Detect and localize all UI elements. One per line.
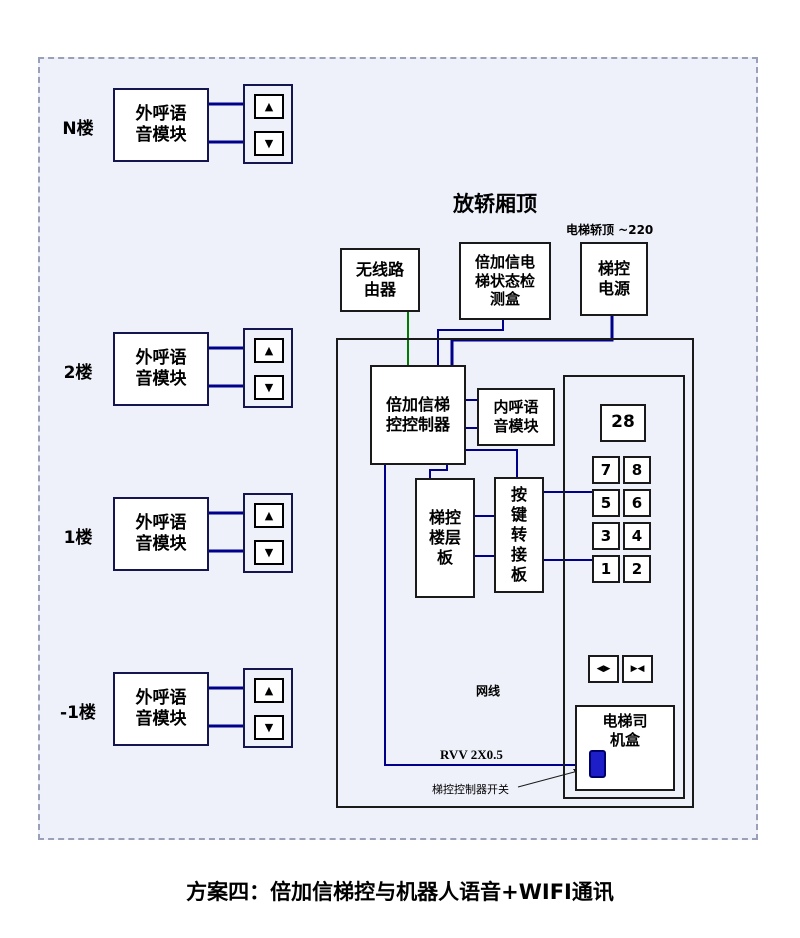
wire-controller-adapter bbox=[462, 449, 518, 477]
down-arrow-icon: ▼ bbox=[254, 375, 284, 400]
panel-button-2: 2 bbox=[623, 555, 651, 583]
panel-button-8: 8 bbox=[623, 456, 651, 484]
up-arrow-icon: ▲ bbox=[254, 678, 284, 703]
call-button-box-n: ▲ ▼ bbox=[243, 84, 293, 164]
driver-box: 电梯司机盒 bbox=[575, 705, 675, 791]
external-voice-module-n: 外呼语音模块 bbox=[113, 88, 209, 162]
external-voice-module-1: 外呼语音模块 bbox=[113, 497, 209, 571]
controller-switch-label: 梯控控制器开关 bbox=[432, 783, 509, 796]
floor-label-2: 2楼 bbox=[63, 363, 93, 383]
car-operating-panel bbox=[563, 375, 685, 799]
door-close-icon: ▶◀ bbox=[622, 655, 653, 683]
key-adapter-box: 按键转接板 bbox=[494, 477, 544, 593]
floor-label-n: N楼 bbox=[62, 119, 94, 139]
panel-button-6: 6 bbox=[623, 489, 651, 517]
floor-label-1: 1楼 bbox=[63, 528, 93, 548]
external-voice-module-minus1: 外呼语音模块 bbox=[113, 672, 209, 746]
down-arrow-icon: ▼ bbox=[254, 540, 284, 565]
elevator-status-detector-box: 倍加信电梯状态检测盒 bbox=[459, 242, 551, 320]
internal-voice-module-box: 内呼语音模块 bbox=[477, 388, 555, 446]
section-title: 放轿厢顶 bbox=[453, 192, 537, 216]
floor-display: 28 bbox=[600, 404, 646, 442]
door-open-icon: ◀▶ bbox=[588, 655, 619, 683]
down-arrow-icon: ▼ bbox=[254, 715, 284, 740]
call-button-box-minus1: ▲ ▼ bbox=[243, 668, 293, 748]
power-note: 电梯轿顶 ~220 bbox=[566, 223, 654, 237]
call-button-box-2: ▲ ▼ bbox=[243, 328, 293, 408]
call-button-box-1: ▲ ▼ bbox=[243, 493, 293, 573]
wire-controller-floorboard bbox=[429, 461, 448, 478]
wire-power-controller bbox=[450, 312, 614, 365]
wire-detector-controller bbox=[437, 316, 504, 365]
panel-button-7: 7 bbox=[592, 456, 620, 484]
floor-wires bbox=[205, 102, 243, 728]
elevator-control-power-box: 梯控电源 bbox=[580, 242, 648, 316]
floor-label-minus1: -1楼 bbox=[60, 703, 96, 723]
up-arrow-icon: ▲ bbox=[254, 503, 284, 528]
panel-button-5: 5 bbox=[592, 489, 620, 517]
cable-spec-label: RVV 2X0.5 bbox=[440, 747, 503, 762]
panel-button-3: 3 bbox=[592, 522, 620, 550]
wire-rvv bbox=[384, 461, 588, 766]
floor-board-box: 梯控楼层板 bbox=[415, 478, 475, 598]
wire-adapter-buttons bbox=[540, 491, 592, 561]
up-arrow-icon: ▲ bbox=[254, 338, 284, 363]
switch-pointer-line bbox=[517, 770, 579, 788]
panel-button-1: 1 bbox=[592, 555, 620, 583]
elevator-controller-box: 倍加信梯控控制器 bbox=[370, 365, 466, 465]
controller-switch bbox=[589, 750, 606, 778]
wireless-router-box: 无线路由器 bbox=[340, 248, 420, 312]
diagram-caption: 方案四：倍加信梯控与机器人语音+WIFI通讯 bbox=[186, 880, 614, 904]
external-voice-module-2: 外呼语音模块 bbox=[113, 332, 209, 406]
panel-button-4: 4 bbox=[623, 522, 651, 550]
car-top-enclosure bbox=[336, 338, 694, 808]
network-cable-label: 网线 bbox=[476, 684, 501, 698]
up-arrow-icon: ▲ bbox=[254, 94, 284, 119]
down-arrow-icon: ▼ bbox=[254, 131, 284, 156]
